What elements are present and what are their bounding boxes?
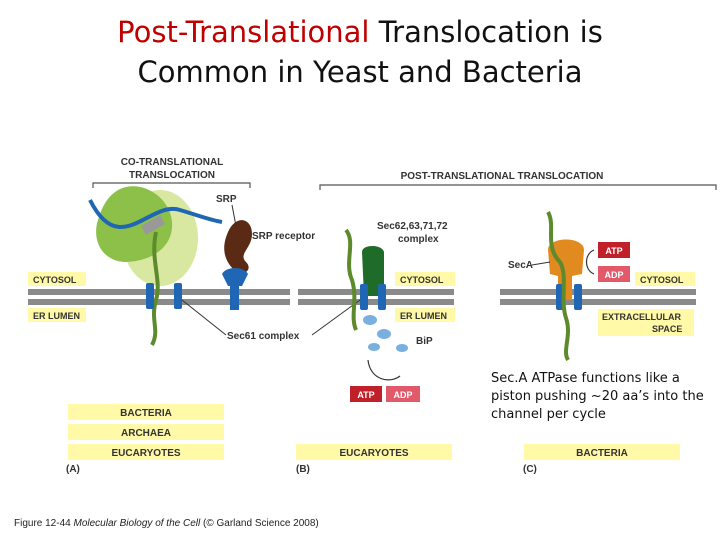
bip-label: BiP [416, 336, 433, 347]
seca-note: Sec.A ATPase functions like a piston pus… [491, 371, 704, 422]
srp-receptor-stem [230, 286, 239, 310]
sec61-channel-a-right [174, 283, 182, 309]
secy-channel-right [574, 284, 582, 310]
panel-b-label: EUCARYOTES [339, 448, 408, 459]
er-lumen-label-box-a [28, 308, 86, 322]
sec62-label-2: complex [398, 234, 439, 245]
seca-label: SecA [508, 260, 533, 271]
extracellular-label-1: EXTRACELLULAR [602, 312, 681, 322]
figure-number: Figure 12-44 [14, 518, 71, 529]
post-translational-header: POST-TRANSLATIONAL TRANSLOCATION [401, 171, 604, 182]
title-red-part: Post-Translational [117, 15, 370, 49]
title-line-2: Common in Yeast and Bacteria [137, 55, 583, 89]
post-header-bracket [319, 184, 717, 190]
cytosol-label-box-b [395, 272, 455, 286]
title-black-part: Translocation is [378, 15, 603, 49]
sec61-channel-b-left [360, 284, 368, 310]
atp-label-b: ATP [357, 390, 374, 400]
er-lumen-label-a: ER LUMEN [33, 311, 80, 321]
bip-proteins [363, 315, 408, 352]
atp-box-c [598, 242, 630, 258]
mrna-strand [88, 199, 223, 229]
panel-a-label-eucaryotes: EUCARYOTES [111, 448, 180, 459]
srp-pointer [231, 204, 237, 227]
co-translational-header-1: CO-TRANSLATIONAL [121, 157, 224, 168]
cytosol-label-box-c [635, 272, 695, 286]
adp-label-b: ADP [393, 390, 412, 400]
seca-motor [548, 239, 584, 300]
panel-a-label-bacteria: BACTERIA [120, 408, 172, 419]
panel-a-box-eucaryotes [68, 444, 224, 460]
panel-a-box-archaea [68, 424, 224, 440]
figure-caption: Figure 12-44 Molecular Biology of the Ce… [14, 518, 319, 529]
panel-b-letter: (B) [296, 464, 310, 475]
er-lumen-label-b: ER LUMEN [400, 311, 447, 321]
ribosome [96, 186, 198, 286]
extracellular-label-2: SPACE [652, 324, 682, 334]
adp-label-c: ADP [604, 270, 623, 280]
panel-a-letter: (A) [66, 464, 80, 475]
title-line-1: Post-Translational Translocation is [0, 12, 720, 52]
cytosol-label-a: CYTOSOL [33, 275, 77, 285]
panel-a-box-bacteria [68, 404, 224, 420]
book-title: Molecular Biology of the Cell [73, 518, 201, 529]
adp-box-c [598, 266, 630, 282]
srp-receptor-label: SRP receptor [252, 231, 315, 242]
cytosol-label-b: CYTOSOL [400, 275, 444, 285]
panel-c-box [524, 444, 680, 460]
seca-pointer [531, 261, 551, 266]
cytosol-label-c: CYTOSOL [640, 275, 684, 285]
panel-c-letter: (C) [523, 464, 537, 475]
panel-b-box [296, 444, 452, 460]
panel-a-label-archaea: ARCHAEA [121, 428, 171, 439]
sec62-label-1: Sec62,63,71,72 [377, 221, 448, 232]
seca-cycle-arrow [585, 249, 595, 275]
cytosol-label-box-a [28, 272, 86, 286]
srp-particle [224, 220, 252, 274]
srp-receptor [222, 268, 248, 286]
co-translational-header-2: TRANSLOCATION [129, 170, 215, 181]
slide-title: Post-Translational Translocation is Comm… [0, 12, 720, 92]
polypeptide-c [546, 211, 570, 362]
srp-label: SRP [216, 194, 237, 205]
atp-box-b [350, 386, 382, 402]
atp-adp-cycle-arrow [367, 359, 401, 381]
polypeptide-b [344, 228, 358, 331]
sec61-label: Sec61 complex [227, 331, 300, 342]
co-header-bracket [92, 182, 251, 188]
panel-c-label: BACTERIA [576, 448, 628, 459]
sec61-channel-a-left [146, 283, 154, 309]
peptide-exit-marker [140, 215, 166, 235]
copyright: (© Garland Science 2008) [203, 518, 319, 529]
membrane-right [500, 289, 696, 305]
extracellular-label-box [598, 309, 694, 336]
adp-box-b [386, 386, 420, 402]
sec61-channel-b-right [378, 284, 386, 310]
sec61-pointer-a [181, 299, 227, 336]
nascent-chain-a [150, 231, 160, 346]
sec62-complex [362, 246, 384, 296]
sec61-pointer-b [311, 299, 361, 336]
atp-label-c: ATP [605, 246, 622, 256]
er-lumen-label-box-b [395, 308, 455, 322]
